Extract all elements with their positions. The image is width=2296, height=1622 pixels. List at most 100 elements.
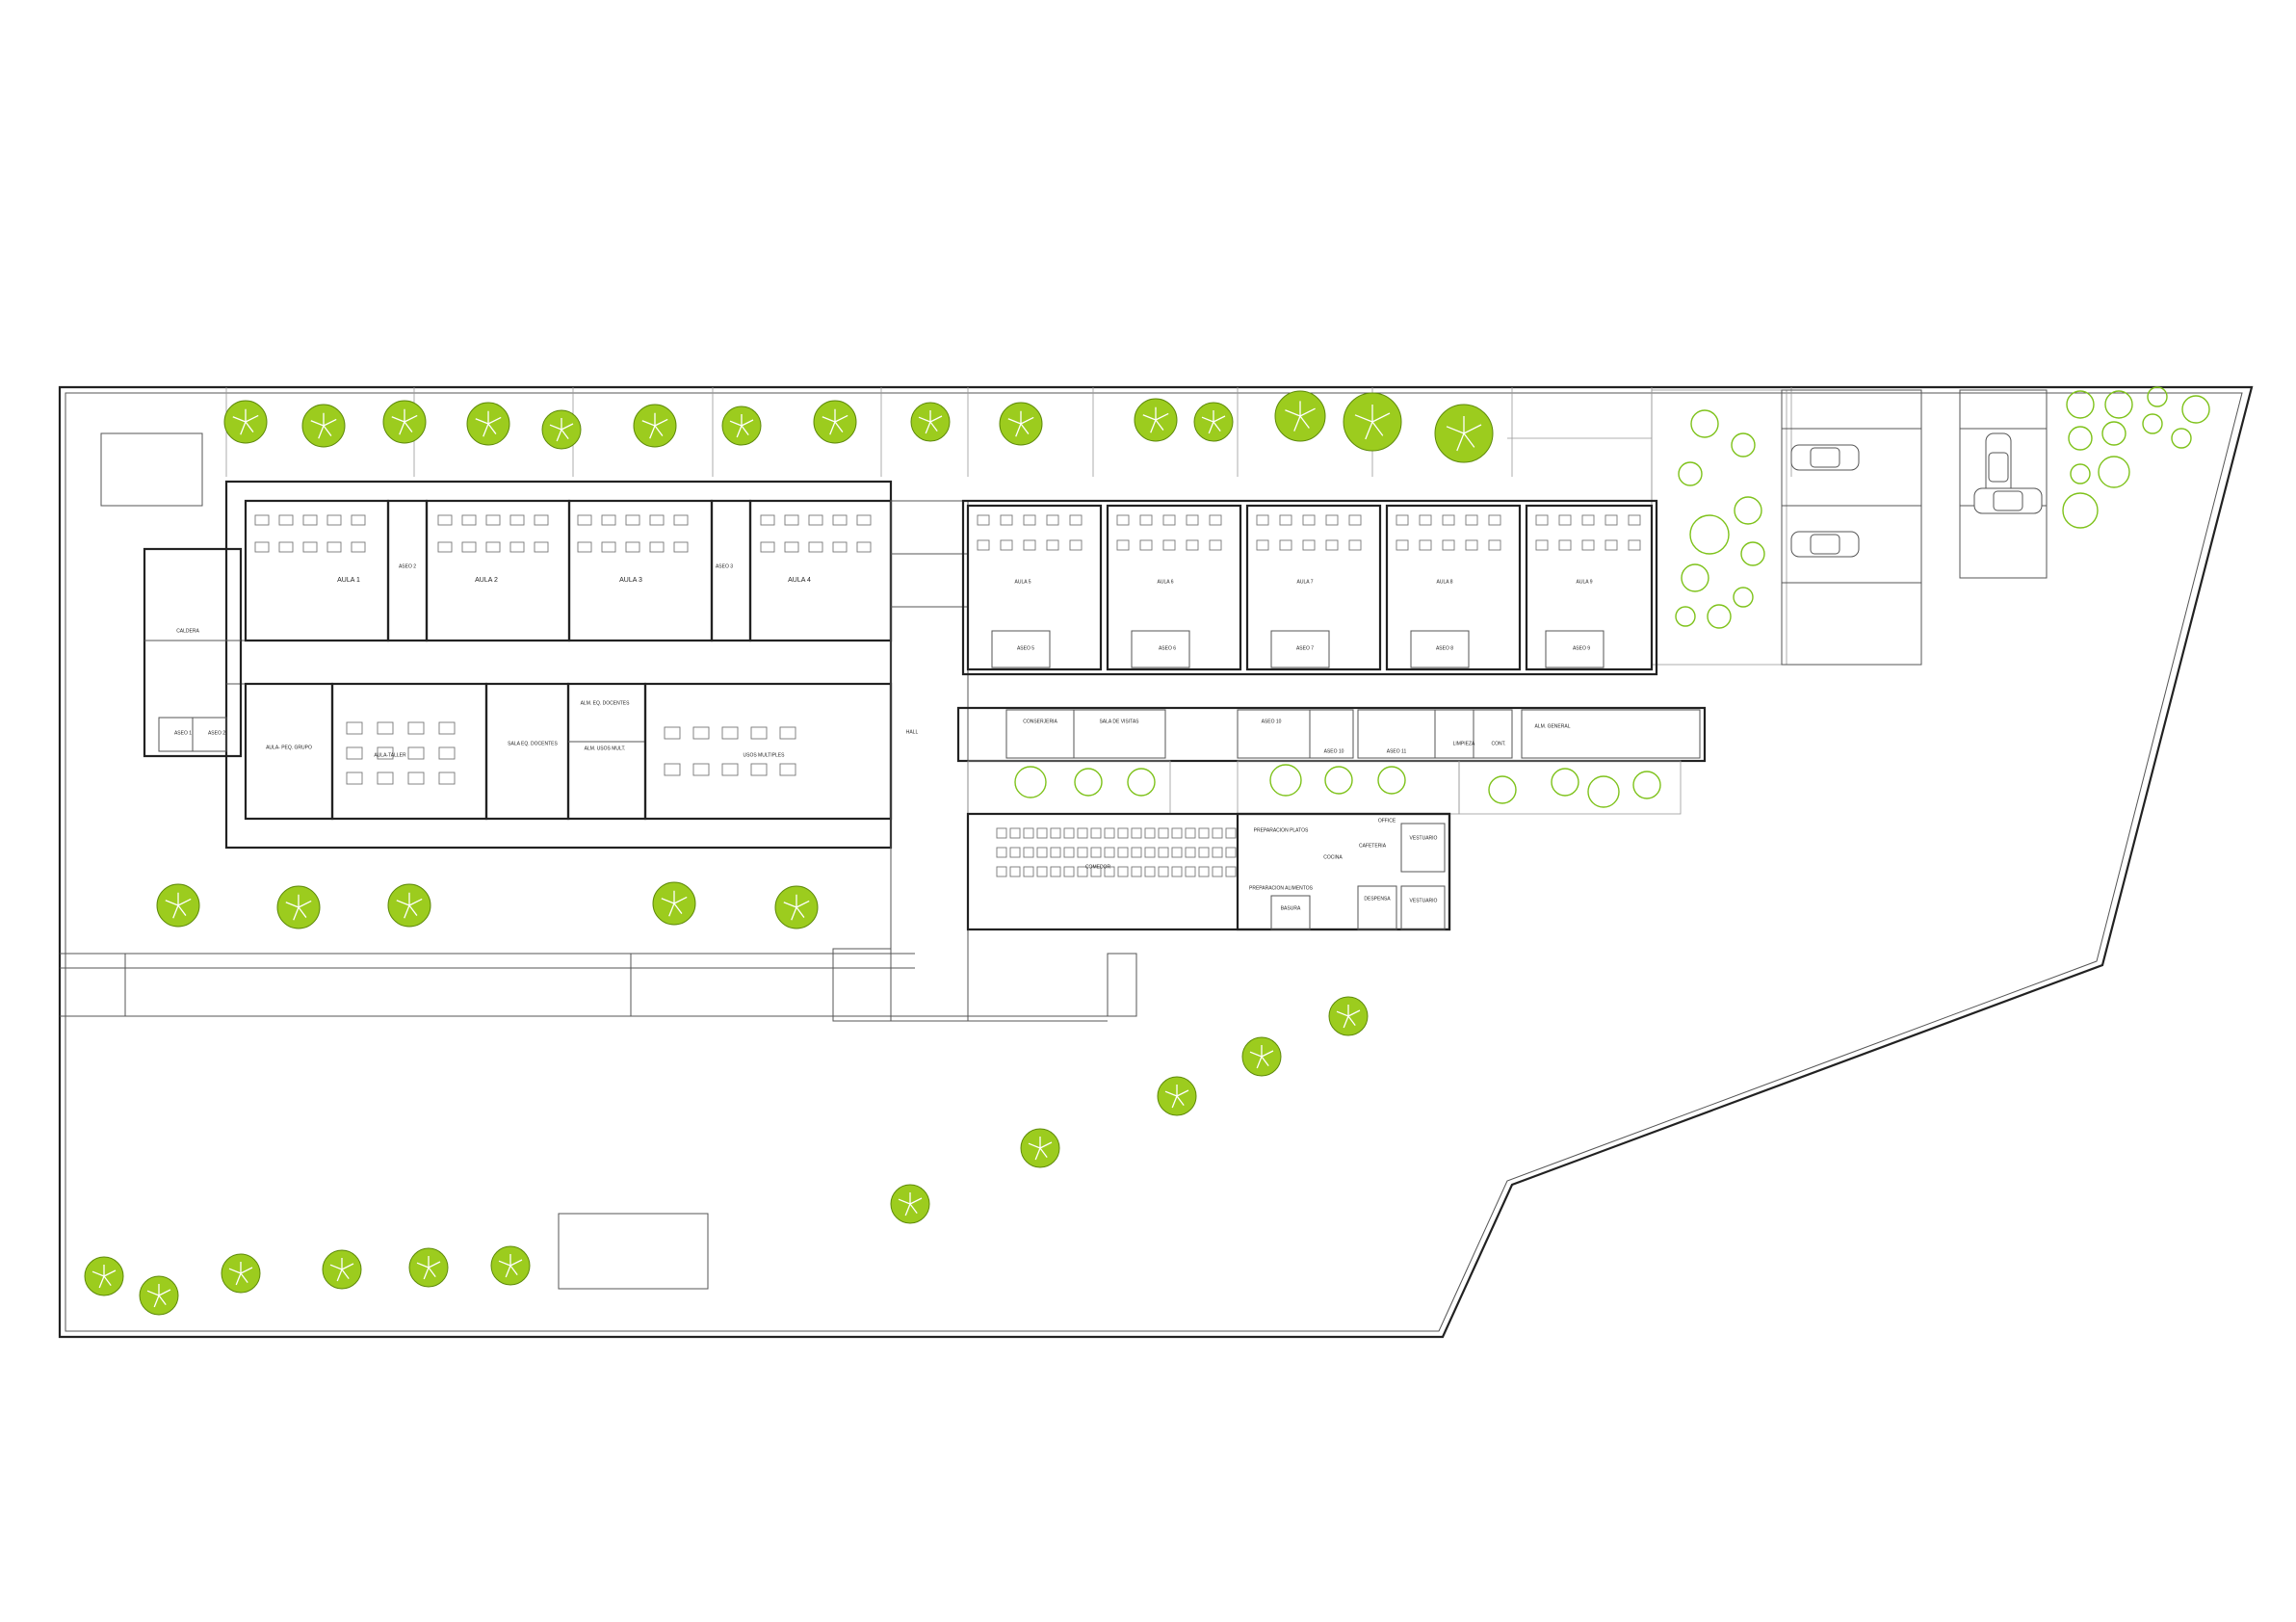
desk <box>1050 827 1061 839</box>
desk <box>1558 539 1572 551</box>
desk <box>750 726 768 740</box>
tree-icon <box>1020 1128 1060 1168</box>
desk <box>977 514 990 526</box>
room-cocina <box>1236 812 1451 931</box>
desk <box>1116 514 1130 526</box>
label-aseo-7: ASEO 7 <box>1296 645 1314 651</box>
label-aula-8: AULA 8 <box>1437 579 1453 585</box>
room-aseo-3 <box>710 499 752 642</box>
tree-icon <box>387 883 431 928</box>
label-basura: BASURA <box>1281 905 1301 911</box>
tree-icon <box>2062 492 2099 529</box>
desk <box>1535 539 1549 551</box>
desk <box>1131 847 1142 858</box>
desk <box>1036 866 1048 877</box>
desk <box>1225 866 1237 877</box>
tree-icon <box>1488 775 1517 804</box>
caldera-annex <box>143 547 243 758</box>
desk <box>1419 514 1432 526</box>
desk <box>721 763 739 776</box>
label-cafeteria: CAFETERIA <box>1359 843 1387 849</box>
desk <box>577 541 592 553</box>
label-conserjeria: CONSERJERIA <box>1023 719 1057 724</box>
desk <box>625 514 640 526</box>
desk <box>1628 539 1641 551</box>
desk <box>1144 847 1156 858</box>
desk <box>649 514 665 526</box>
room-conserjeria <box>1005 709 1075 759</box>
desk <box>1117 847 1129 858</box>
tree-icon <box>382 400 427 444</box>
tree-icon <box>1269 764 1302 797</box>
desk <box>1628 514 1641 526</box>
desk <box>1256 539 1269 551</box>
tree-icon <box>1675 606 1696 627</box>
desk <box>1171 847 1183 858</box>
desk <box>1009 866 1021 877</box>
tree-icon <box>223 400 268 444</box>
desk <box>1465 539 1478 551</box>
desk <box>1050 866 1061 877</box>
desk <box>1212 847 1223 858</box>
desk <box>692 763 710 776</box>
desk <box>996 847 1007 858</box>
tree-icon <box>301 404 346 448</box>
desk <box>1117 827 1129 839</box>
desk <box>1212 866 1223 877</box>
desk <box>346 746 363 760</box>
tree-icon <box>1343 392 1402 452</box>
entrance-canopy-west <box>832 948 892 1022</box>
desk <box>407 721 425 735</box>
tree-icon <box>1274 390 1326 442</box>
label-alm-eq-docentes: ALM. EQ. DOCENTES <box>581 700 631 706</box>
desk <box>832 514 848 526</box>
label-aula-taller: AULA-TALLER <box>374 752 406 758</box>
room-aula-peq-grupo <box>244 682 334 821</box>
label-aseo-3: ASEO 3 <box>716 563 733 569</box>
desk <box>509 541 525 553</box>
tree-icon <box>813 400 857 444</box>
desk <box>1000 539 1013 551</box>
desk <box>1158 866 1169 877</box>
room-aula-5 <box>966 504 1103 671</box>
label-aseo-2: ASEO 2 <box>399 563 416 569</box>
room-aula-9 <box>1525 504 1654 671</box>
tree-icon <box>1734 496 1762 525</box>
room-labels: AULA 1 ASEO 2 AULA 2 AULA 3 ASEO 3 AULA … <box>174 563 1593 911</box>
desk <box>461 541 477 553</box>
desk <box>485 514 501 526</box>
tree-icon <box>2070 463 2091 484</box>
desk <box>673 541 689 553</box>
desk <box>1077 866 1088 877</box>
desk <box>1198 827 1210 839</box>
desk <box>779 763 796 776</box>
desk <box>1185 847 1196 858</box>
court-south <box>558 1213 709 1290</box>
tree-icon <box>1632 771 1661 799</box>
tree-icon <box>1733 587 1754 608</box>
desk <box>977 539 990 551</box>
car-icon <box>1790 444 1860 471</box>
label-sala-de-visitas: SALA DE VISITAS <box>1099 719 1139 724</box>
tree-icon <box>408 1247 449 1288</box>
tree-icon <box>2104 390 2133 419</box>
desk <box>856 541 872 553</box>
label-limpieza: LIMPIEZA <box>1453 741 1475 746</box>
tree-icon <box>2098 456 2130 488</box>
desk <box>1465 514 1478 526</box>
desk <box>1158 827 1169 839</box>
room-aula-4 <box>748 499 893 642</box>
desk <box>1302 514 1316 526</box>
east-classrooms-outline <box>961 499 1658 676</box>
desk <box>1535 514 1549 526</box>
tree-icon <box>1678 461 1703 486</box>
tree-icon <box>156 883 200 928</box>
desk <box>1009 847 1021 858</box>
tree-icon <box>1740 541 1765 566</box>
desk <box>1442 514 1455 526</box>
tree-icon <box>2066 390 2095 419</box>
desk <box>1090 866 1102 877</box>
desk <box>438 721 456 735</box>
desk <box>1000 514 1013 526</box>
desk <box>1023 847 1034 858</box>
